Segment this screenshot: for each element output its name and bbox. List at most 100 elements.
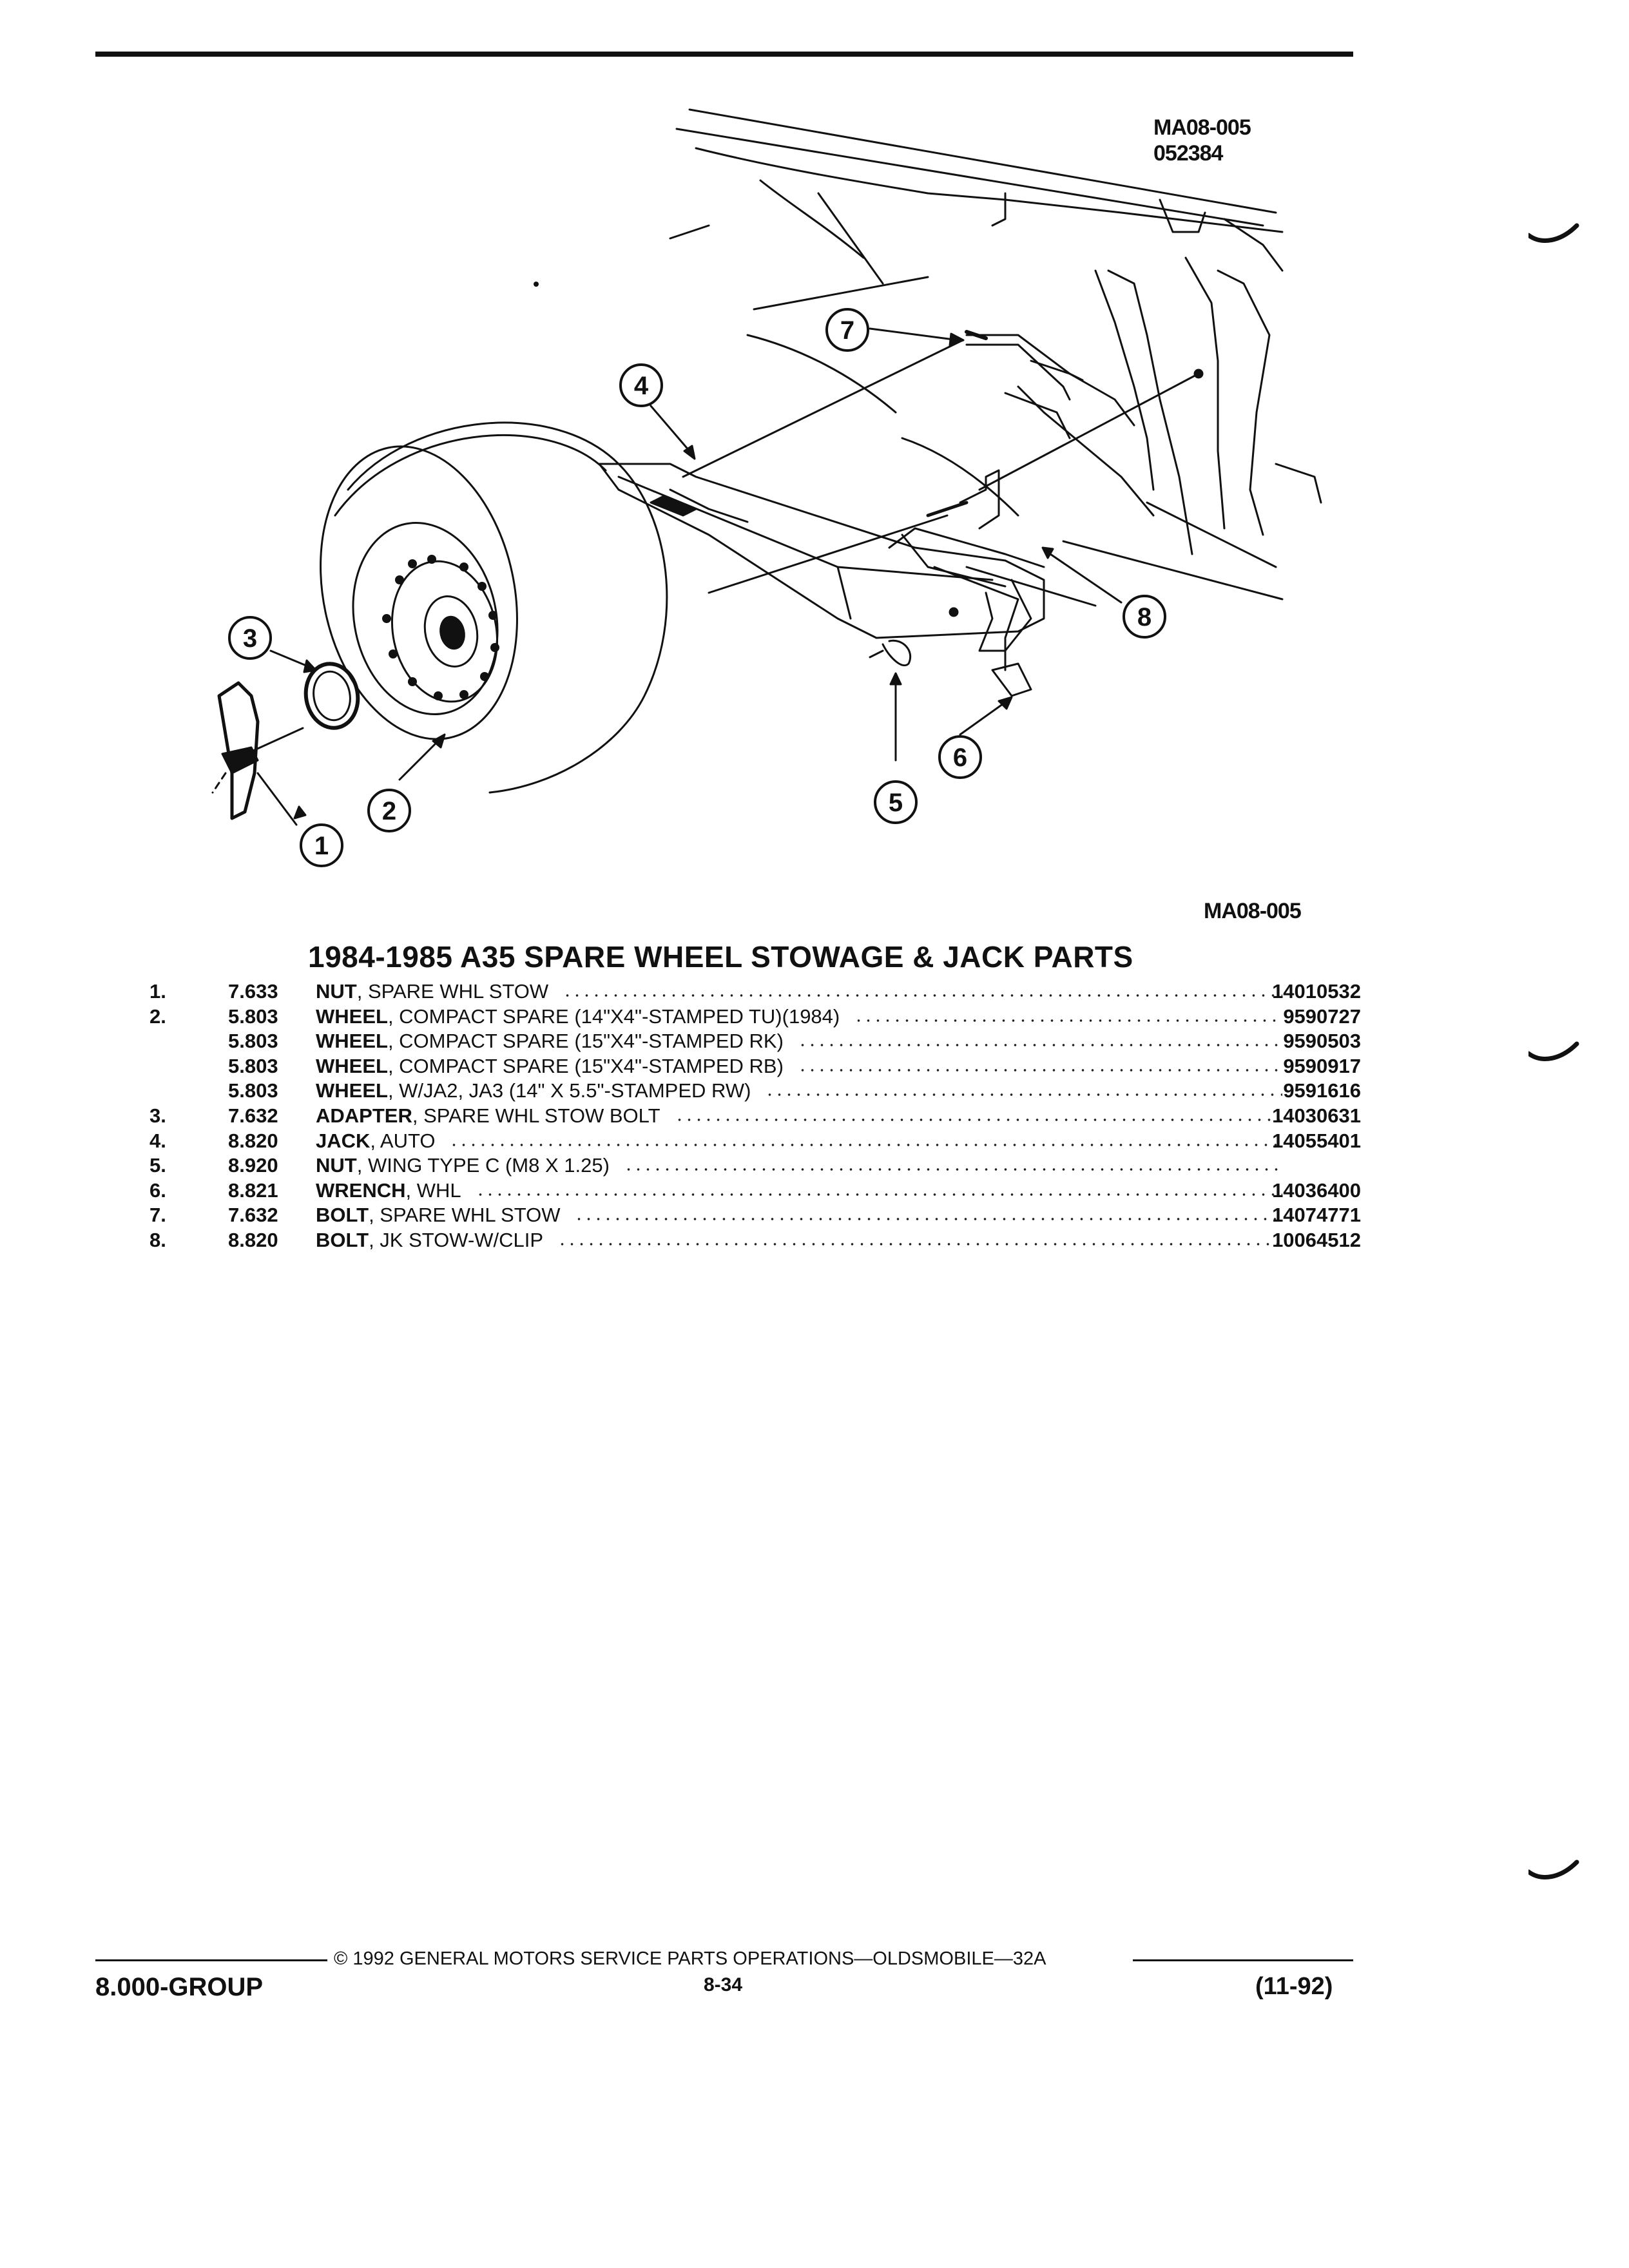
part-number: 14074771 — [1272, 1204, 1361, 1227]
parts-row: 5.803 WHEEL, COMPACT SPARE (15"X4"-STAMPE… — [149, 1053, 1361, 1079]
footer-rule-left — [95, 1959, 327, 1961]
part-desc-detail: , COMPACT SPARE (14"X4"-STAMPED TU)(1984… — [387, 1004, 840, 1028]
wing-nut — [869, 639, 912, 667]
part-number: 9590503 — [1283, 1030, 1361, 1053]
group-code: 8.820 — [228, 1129, 278, 1152]
binder-mark-bottom — [1528, 1860, 1579, 1879]
dot-leader — [675, 1103, 1282, 1123]
part-desc-detail: , COMPACT SPARE (15"X4"-STAMPED RB) — [387, 1054, 784, 1077]
callout-6: 6 — [953, 744, 967, 772]
footer-copyright: © 1992 GENERAL MOTORS SERVICE PARTS OPER… — [334, 1948, 1046, 1969]
part-number: 10064512 — [1272, 1228, 1361, 1251]
item-number: 5. — [149, 1154, 166, 1177]
part-desc-detail: , JK STOW-W/CLIP — [369, 1228, 544, 1251]
figure-ref-date: 052384 — [1153, 141, 1223, 166]
figure-reference-bottom: MA08-005 — [1204, 899, 1302, 923]
group-code: 5.803 — [228, 1004, 278, 1028]
part-name: ADAPTER — [316, 1104, 412, 1127]
part-desc-detail: , SPARE WHL STOW — [356, 980, 549, 1003]
part-description: NUT, SPARE WHL STOW — [316, 979, 548, 1004]
item-number: 3. — [149, 1104, 166, 1127]
callout-8: 8 — [1137, 603, 1152, 631]
callout-2: 2 — [382, 797, 396, 825]
item-number: 7. — [149, 1204, 166, 1227]
dot-leader — [765, 1079, 1282, 1099]
item-number: 2. — [149, 1004, 166, 1028]
part-name: WRENCH — [316, 1178, 406, 1202]
item-number: 6. — [149, 1178, 166, 1202]
dot-leader — [563, 979, 1282, 999]
spare-whl-stow-nut — [211, 681, 260, 820]
jack-stow-bolt — [926, 369, 1204, 530]
wheel-wrench — [933, 566, 1032, 697]
binder-mark-middle — [1528, 1041, 1579, 1061]
part-number: 9591616 — [1283, 1079, 1361, 1102]
callout-markers — [228, 308, 1166, 867]
group-code: 5.803 — [228, 1079, 278, 1102]
dot-leader — [574, 1203, 1282, 1223]
part-description: ADAPTER, SPARE WHL STOW BOLT — [316, 1104, 660, 1129]
part-number: 14036400 — [1272, 1178, 1361, 1202]
part-desc-detail: , AUTO — [370, 1129, 436, 1152]
section-title: 1984-1985 A35 SPARE WHEEL STOWAGE & JACK… — [308, 940, 1133, 974]
dot-leader — [798, 1029, 1282, 1049]
callout-1: 1 — [314, 832, 329, 860]
adapter-ring — [304, 662, 360, 730]
figure-reference-top: MA08-005 052384 — [1153, 115, 1251, 166]
dot-leader — [476, 1178, 1282, 1198]
callout-7: 7 — [840, 316, 854, 345]
part-name: NUT — [316, 980, 357, 1003]
dot-leader — [798, 1053, 1282, 1073]
item-number: 4. — [149, 1129, 166, 1152]
dot-leader — [557, 1227, 1282, 1247]
footer-page-number: 8-34 — [704, 1974, 743, 1995]
item-number: 8. — [149, 1228, 166, 1251]
body-panel-outline — [669, 108, 1322, 607]
footer-group: 8.000-GROUP — [95, 1973, 264, 2001]
jack-assembly — [598, 463, 1045, 652]
group-code: 5.803 — [228, 1054, 278, 1077]
part-description: WHEEL, COMPACT SPARE (14"X4"-STAMPED TU)… — [316, 1004, 840, 1030]
parts-row: 5.803 WHEEL, W/JA2, JA3 (14" X 5.5"-STAMP… — [149, 1079, 1361, 1104]
part-description: WHEEL, COMPACT SPARE (15"X4"-STAMPED RK) — [316, 1029, 784, 1054]
parts-row: 5. 8.920 NUT, WING TYPE C (M8 X 1.25) — [149, 1153, 1361, 1178]
footer-date: (11-92) — [1255, 1973, 1333, 2000]
footer-rule-right — [1133, 1959, 1353, 1961]
part-name: JACK — [316, 1129, 371, 1152]
part-description: WHEEL, COMPACT SPARE (15"X4"-STAMPED RB) — [316, 1054, 784, 1079]
part-description: WRENCH, WHL — [316, 1178, 461, 1204]
group-code: 8.920 — [228, 1154, 278, 1177]
group-code: 7.632 — [228, 1204, 278, 1227]
dot-leader — [854, 1004, 1282, 1024]
callout-4: 4 — [634, 372, 649, 400]
parts-row: 2. 5.803 WHEEL, COMPACT SPARE (14"X4"-STAM… — [149, 1004, 1361, 1030]
binder-mark-top — [1528, 223, 1579, 243]
dot-leader — [449, 1128, 1282, 1148]
part-desc-detail: , WHL — [405, 1178, 461, 1202]
part-name: WHEEL — [316, 1054, 388, 1077]
group-code: 8.820 — [228, 1228, 278, 1251]
part-number: 9590917 — [1283, 1054, 1361, 1077]
part-description: NUT, WING TYPE C (M8 X 1.25) — [316, 1153, 610, 1178]
group-code: 7.632 — [228, 1104, 278, 1127]
part-name: NUT — [316, 1154, 357, 1177]
part-description: JACK, AUTO — [316, 1129, 435, 1154]
part-desc-detail: , SPARE WHL STOW — [369, 1204, 561, 1227]
part-number: 9590727 — [1283, 1004, 1361, 1028]
part-description: WHEEL, W/JA2, JA3 (14" X 5.5"-STAMPED RW… — [316, 1079, 751, 1104]
dot-leader — [624, 1153, 1282, 1173]
callout-3: 3 — [243, 624, 257, 653]
parts-row: 8. 8.820 BOLT, JK STOW-W/CLIP 10064512 — [149, 1227, 1361, 1253]
part-description: BOLT, JK STOW-W/CLIP — [316, 1228, 543, 1253]
item-number: 1. — [149, 980, 166, 1003]
part-name: BOLT — [316, 1228, 369, 1251]
part-name: WHEEL — [316, 1079, 388, 1102]
figure-ref-code: MA08-005 — [1153, 115, 1251, 140]
